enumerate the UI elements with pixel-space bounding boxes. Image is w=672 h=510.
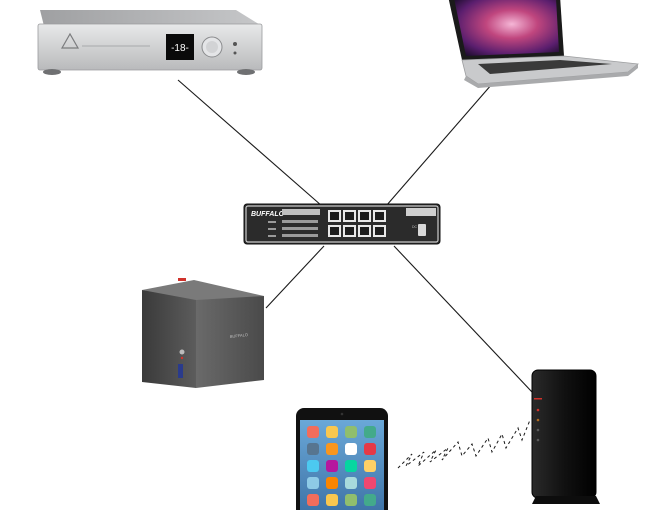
tablet	[296, 408, 388, 510]
app-icon	[345, 426, 357, 438]
router-led-wireless	[536, 418, 540, 422]
app-icon	[307, 477, 319, 489]
laptop	[448, 0, 640, 88]
link-laptop-switch	[385, 83, 493, 207]
link-router-switch	[393, 245, 533, 393]
app-icon	[364, 494, 376, 506]
link-nas-switch	[265, 245, 325, 309]
switch-brand-label: BUFFALO	[251, 211, 285, 218]
app-icon	[345, 477, 357, 489]
ethernet-port-socket	[360, 212, 369, 220]
brand-logo-icon	[60, 32, 80, 49]
router-led-internet	[536, 428, 540, 432]
app-icon	[364, 443, 376, 455]
ethernet-port-grid	[328, 210, 386, 237]
app-icon	[345, 460, 357, 472]
router-led-security	[536, 438, 540, 442]
nas-brand-label: BUFFALO	[230, 332, 249, 339]
ethernet-port-socket	[330, 212, 339, 220]
app-icon	[364, 426, 376, 438]
amplifier: -18-	[37, 10, 263, 75]
power-button-icon	[179, 349, 185, 355]
ethernet-port-socket	[330, 227, 339, 235]
app-icon	[326, 460, 338, 472]
app-icon-grid	[307, 426, 376, 506]
app-icon	[326, 426, 338, 438]
network-switch: BUFFALO DC 5V	[243, 203, 441, 245]
app-icon	[364, 477, 376, 489]
app-icon	[345, 443, 357, 455]
app-icon	[326, 494, 338, 506]
power-port-icon	[418, 224, 426, 236]
app-icon	[307, 494, 319, 506]
ethernet-port-socket	[375, 212, 384, 220]
app-icon	[307, 426, 319, 438]
usb-port-icon	[178, 364, 183, 378]
app-icon	[326, 477, 338, 489]
app-icon	[345, 494, 357, 506]
wireless-router	[531, 369, 600, 504]
svg-text:DC 5V: DC 5V	[412, 225, 423, 229]
ethernet-port-socket	[345, 227, 354, 235]
wireless-link	[397, 419, 531, 469]
connections	[177, 79, 533, 393]
app-icon	[364, 460, 376, 472]
app-icon	[307, 460, 319, 472]
ethernet-port-socket	[360, 227, 369, 235]
ethernet-port-socket	[345, 212, 354, 220]
ethernet-port-socket	[375, 227, 384, 235]
nas-storage: BUFFALO	[142, 278, 264, 388]
app-icon	[326, 443, 338, 455]
amplifier-display: -18-	[171, 43, 189, 54]
link-amplifier-switch	[177, 79, 323, 207]
app-icon	[307, 443, 319, 455]
router-led-power	[536, 408, 540, 412]
status-led-panel	[268, 220, 318, 237]
